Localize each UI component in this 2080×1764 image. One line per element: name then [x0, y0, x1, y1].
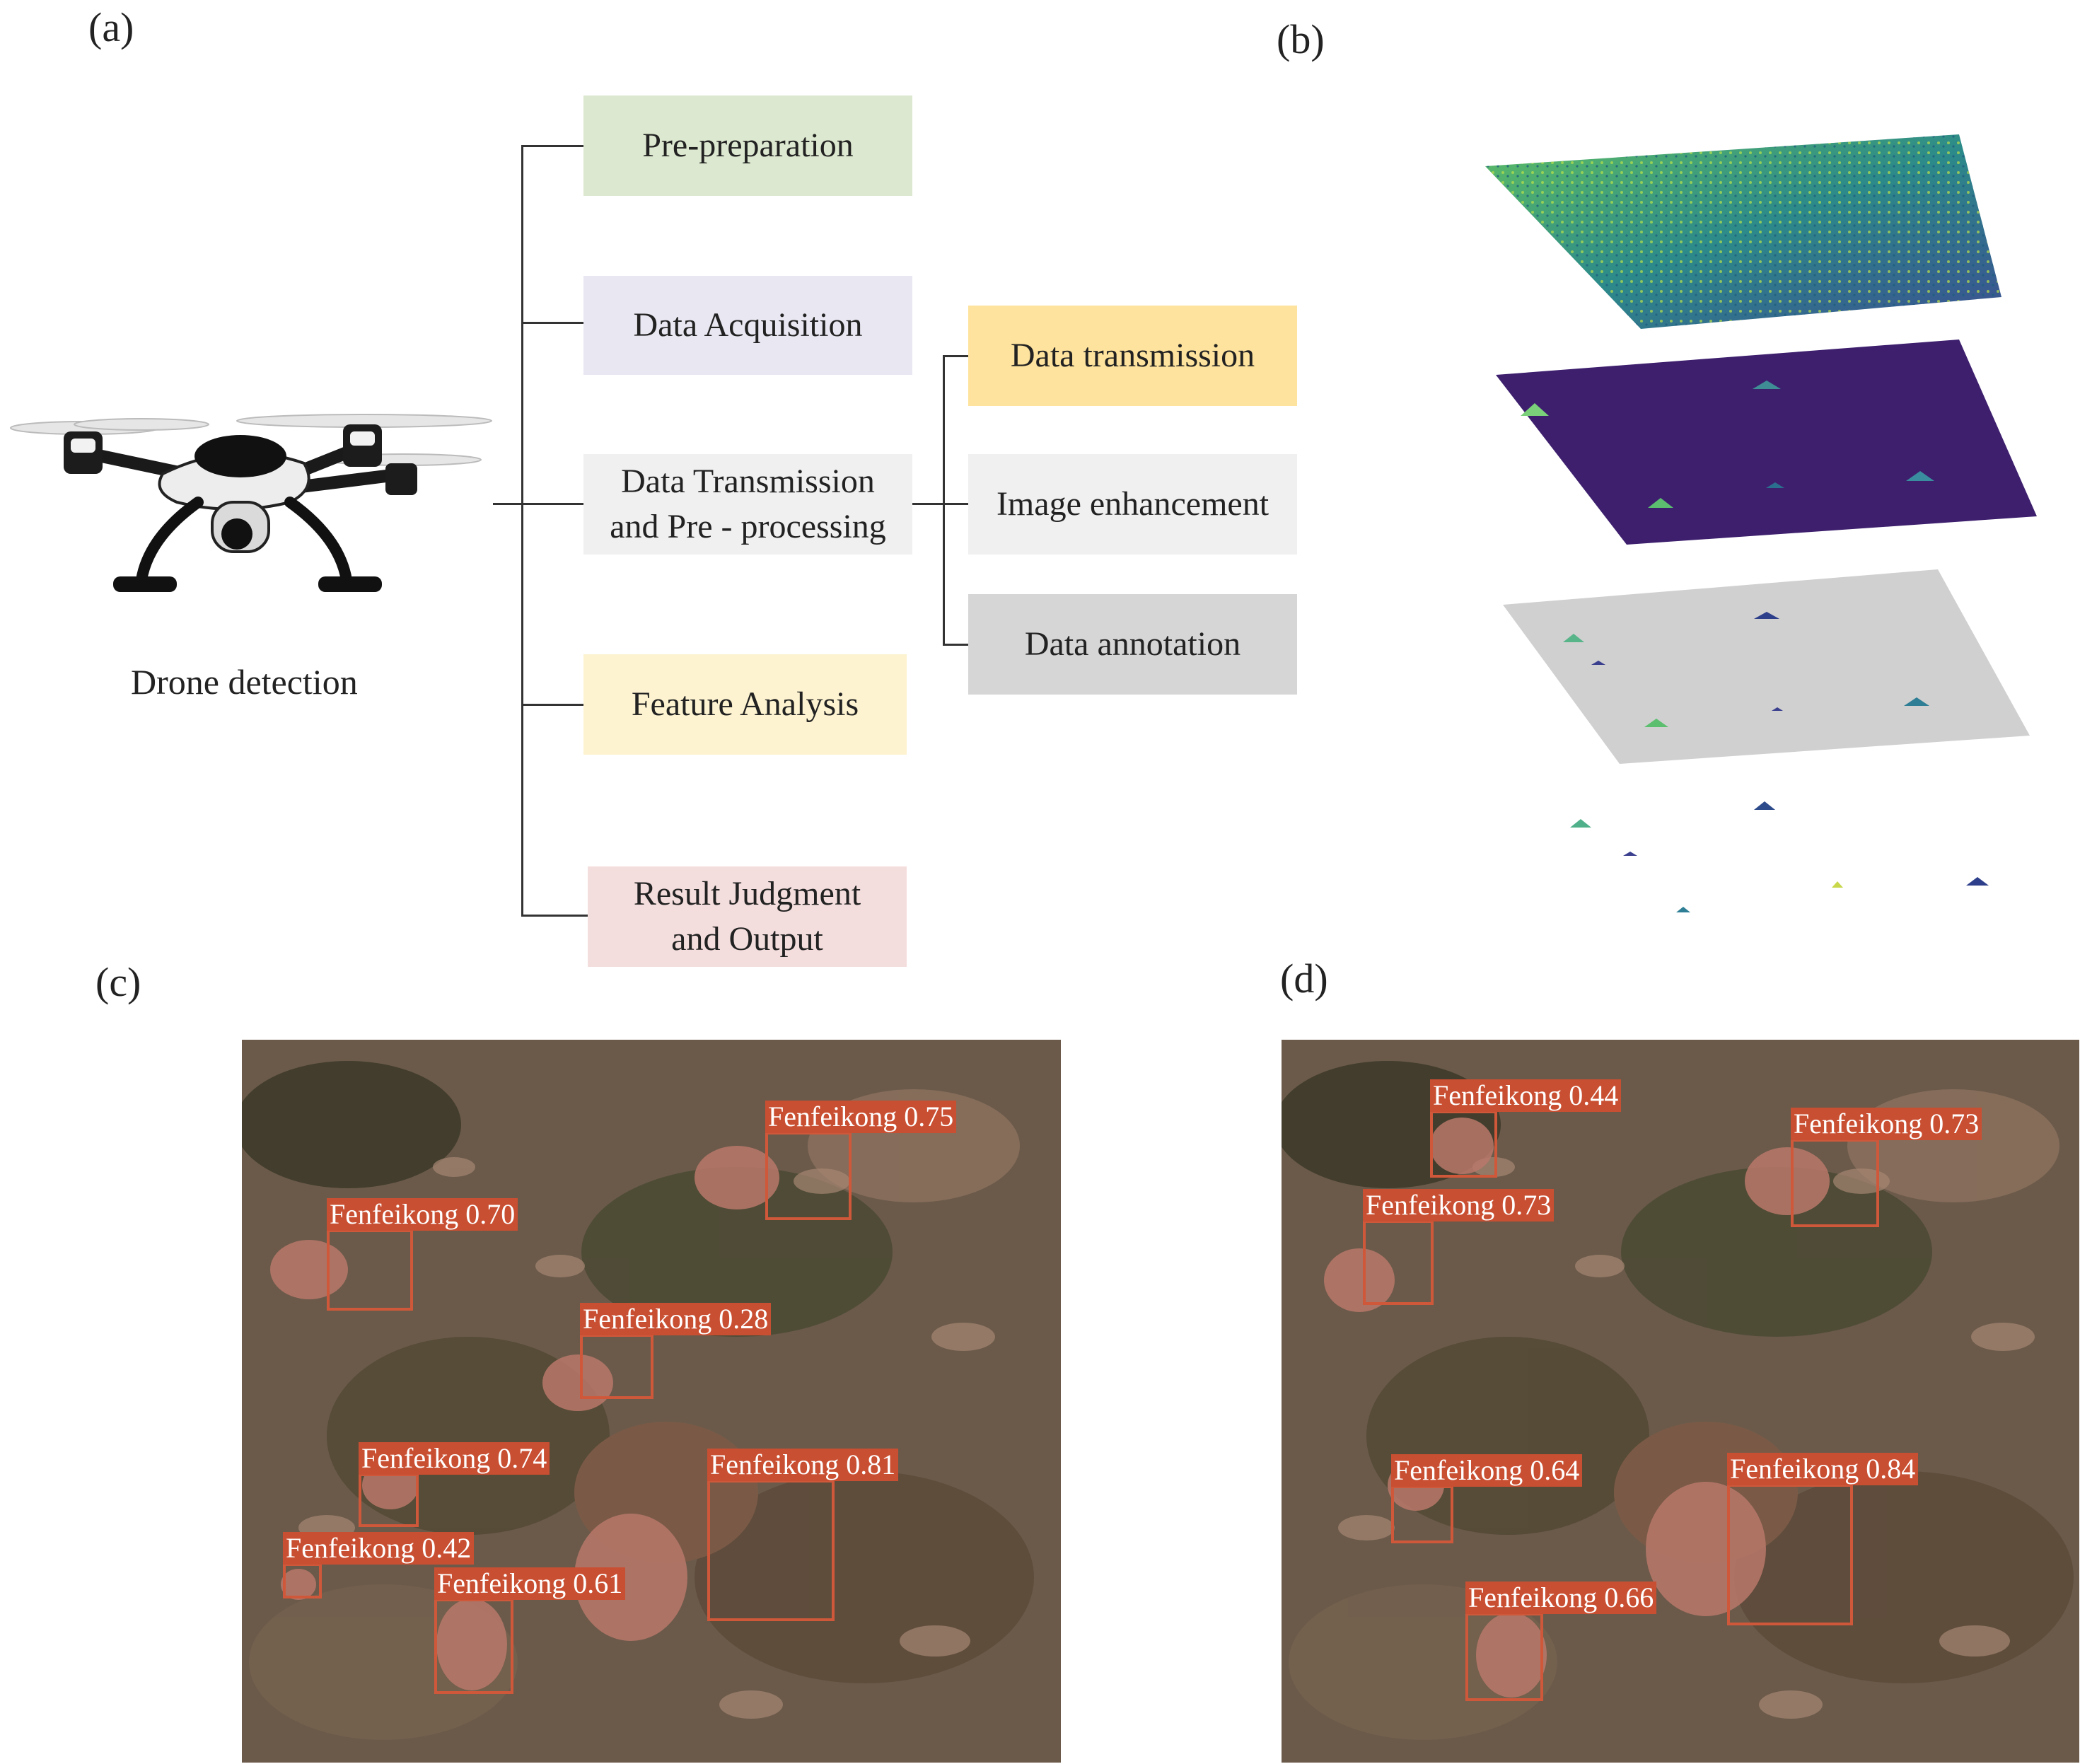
connector-sub-spine: [943, 355, 945, 645]
connector-branch-4: [521, 704, 583, 706]
detection-label: Fenfeikong 0.28: [580, 1303, 772, 1335]
step-data-transmission: Data Transmission and Pre - processing: [583, 454, 912, 555]
detection-label: Fenfeikong 0.73: [1363, 1189, 1555, 1222]
detection-label: Fenfeikong 0.44: [1430, 1079, 1622, 1112]
panel-label-d: (d): [1280, 956, 1328, 1002]
detection-box: [707, 1480, 835, 1621]
detection-box: [765, 1132, 852, 1220]
detection-label: Fenfeikong 0.81: [707, 1449, 899, 1481]
detection-label: Fenfeikong 0.61: [434, 1567, 626, 1600]
detection-box: [1391, 1485, 1453, 1543]
connector-branch-2: [521, 322, 583, 324]
detection-label: Fenfeikong 0.73: [1791, 1108, 1982, 1140]
step-result-judgment: Result Judgment and Output: [588, 866, 907, 967]
detection-label: Fenfeikong 0.64: [1391, 1454, 1583, 1487]
substep-data-transmission: Data transmission: [968, 306, 1297, 406]
connector-trunk: [493, 503, 521, 505]
detection-box: [1727, 1484, 1853, 1625]
detection-box: [283, 1563, 322, 1598]
step-pre-preparation: Pre-preparation: [583, 95, 912, 196]
detection-box: [434, 1598, 513, 1694]
connector-branch-1: [521, 145, 583, 147]
detection-box: [1465, 1613, 1543, 1701]
detection-label: Fenfeikong 0.66: [1465, 1582, 1657, 1614]
detection-label: Fenfeikong 0.84: [1727, 1453, 1919, 1485]
substep-image-enhancement: Image enhancement: [968, 454, 1297, 555]
connector-sub-trunk: [912, 503, 943, 505]
surface-layer-raw: [1485, 134, 2001, 329]
detection-box: [1791, 1139, 1879, 1227]
detection-label: Fenfeikong 0.42: [283, 1532, 475, 1565]
panel-label-c: (c): [95, 959, 141, 1005]
detection-photo-d: Fenfeikong 0.44 Fenfeikong 0.73 Fenfeiko…: [1282, 1040, 2079, 1763]
detection-box: [359, 1473, 419, 1527]
connector-branch-3: [521, 503, 583, 505]
step-feature-analysis: Feature Analysis: [583, 654, 907, 755]
connector-sub-3: [943, 644, 968, 646]
detection-box: [1363, 1220, 1434, 1305]
surface-layer-annotated: [1503, 569, 2030, 764]
detection-box: [1430, 1110, 1497, 1178]
detection-photo-c: Fenfeikong 0.75 Fenfeikong 0.70 Fenfeiko…: [242, 1040, 1061, 1763]
step-data-acquisition: Data Acquisition: [583, 276, 912, 375]
drone-caption: Drone detection: [131, 662, 358, 702]
substep-data-annotation: Data annotation: [968, 594, 1297, 695]
detection-label: Fenfeikong 0.74: [359, 1442, 550, 1475]
connector-branch-5: [521, 915, 588, 917]
surface-layers-figure: [1485, 134, 2037, 912]
connector-sub-2: [943, 503, 968, 505]
connector-sub-1: [943, 355, 968, 357]
detection-label: Fenfeikong 0.75: [765, 1101, 957, 1133]
panel-label-a: (a): [88, 4, 134, 50]
detection-box: [327, 1229, 413, 1311]
connector-spine: [521, 145, 523, 916]
drone-image: [10, 414, 492, 592]
detection-box: [580, 1334, 653, 1399]
panel-label-b: (b): [1277, 16, 1325, 62]
extracted-targets: [1570, 801, 1989, 912]
detection-label: Fenfeikong 0.70: [327, 1198, 518, 1231]
surface-layer-filtered: [1496, 340, 2037, 545]
